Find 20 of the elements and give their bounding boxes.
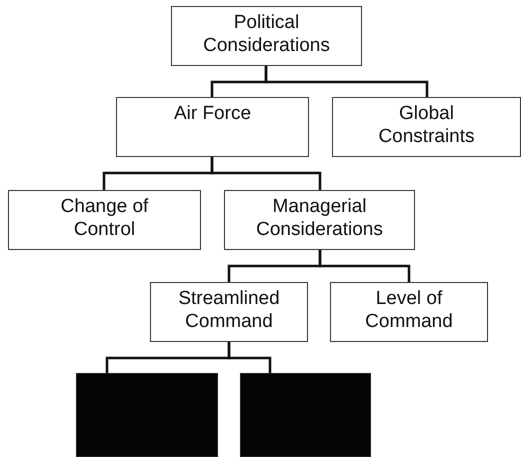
category-box <box>330 282 488 342</box>
box-label: Political Considerations <box>202 11 331 57</box>
category-box <box>332 97 521 157</box>
connector-line <box>228 342 272 373</box>
box-label: Level of Command <box>364 287 454 333</box>
connector-line <box>264 66 428 97</box>
category-box <box>150 282 308 342</box>
box-label: Change of Control <box>60 195 150 241</box>
category-box <box>224 190 415 250</box>
box-label: Air Force <box>174 102 252 125</box>
category-box <box>8 190 201 250</box>
connector-line <box>210 157 322 190</box>
category-box <box>116 97 309 157</box>
connector-line <box>318 250 410 282</box>
filled-box <box>240 373 371 457</box>
box-label: Global Constraints <box>377 102 476 148</box>
box-label: Managerial Considerations <box>255 195 384 241</box>
category-box <box>171 6 362 66</box>
box-label: Streamlined Command <box>178 287 280 333</box>
filled-box <box>76 373 218 457</box>
